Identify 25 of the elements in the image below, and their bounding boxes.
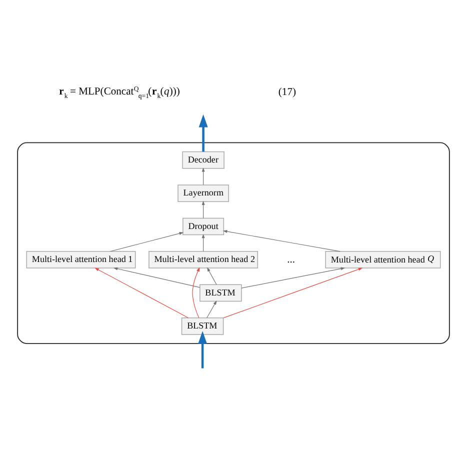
node-box: Multi-level attention head 2 xyxy=(148,250,258,268)
node-box: Layernorm xyxy=(178,184,229,202)
node-box: Multi-level attention head 1 xyxy=(26,250,136,268)
arrow xyxy=(206,300,217,318)
arrow xyxy=(241,266,346,288)
arrow xyxy=(202,233,205,252)
node-box: Dropout xyxy=(182,217,224,235)
arrow xyxy=(202,200,205,218)
node-box: BLSTM xyxy=(181,316,224,334)
arrow xyxy=(198,114,208,152)
arrow xyxy=(94,267,189,318)
node-box: Decoder xyxy=(182,150,224,168)
arrow xyxy=(222,230,340,252)
label: (17) xyxy=(278,86,296,98)
arrow xyxy=(223,267,363,318)
node-box: Multi-level attention head Q xyxy=(325,250,441,268)
node-box: BLSTM xyxy=(200,284,242,302)
arrow xyxy=(207,266,217,284)
label: r$_{k}$ = MLP(Concat$^{Q}$$_{q=1}$(r$_{k}$(q))) xyxy=(59,85,180,100)
arrow xyxy=(110,232,184,252)
arrow xyxy=(113,266,200,288)
arrow xyxy=(202,167,205,185)
label: ... xyxy=(287,254,296,266)
arrow xyxy=(192,266,200,318)
arrow xyxy=(198,330,208,368)
